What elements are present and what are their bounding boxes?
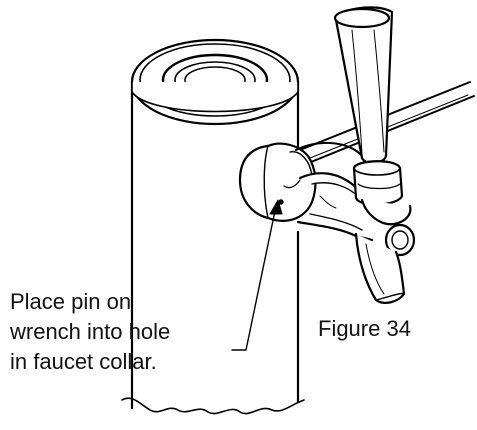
faucet-spout [354, 198, 416, 304]
tower-top [130, 38, 300, 126]
callout-line-1: Place pin on [10, 289, 132, 314]
callout-line-3: in faucet collar. [10, 349, 157, 374]
callout-line-2: wrench into hole [10, 319, 171, 344]
figure-caption: Figure 34 [318, 316, 411, 341]
callout-leader [231, 199, 283, 351]
tap-handle [333, 6, 404, 206]
tower-column [121, 80, 305, 415]
instruction-callout: Place pin on wrench into hole in faucet … [10, 287, 270, 377]
